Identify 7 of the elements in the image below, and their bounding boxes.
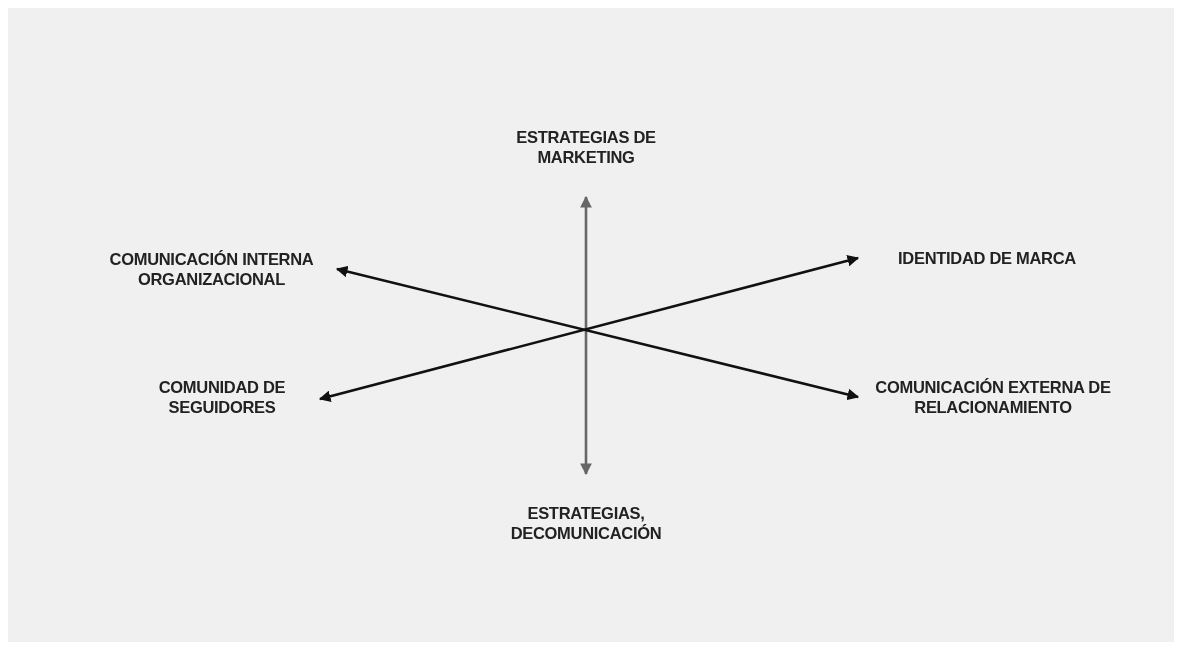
node-label: ESTRATEGIAS DE MARKETING — [515, 126, 657, 167]
double-arrow — [580, 195, 592, 476]
node-label: COMUNICACIÓN INTERNA ORGANIZACIONAL — [108, 249, 315, 289]
node-label: IDENTIDAD DE MARCA — [898, 248, 1076, 268]
node-label: COMUNICACIÓN EXTERNA DE RELACIONAMIENTO — [874, 377, 1112, 417]
node-label: ESTRATEGIAS, DECOMUNICACIÓN — [509, 503, 663, 543]
node-label: COMUNIDAD DE SEGUIDORES — [157, 377, 287, 417]
